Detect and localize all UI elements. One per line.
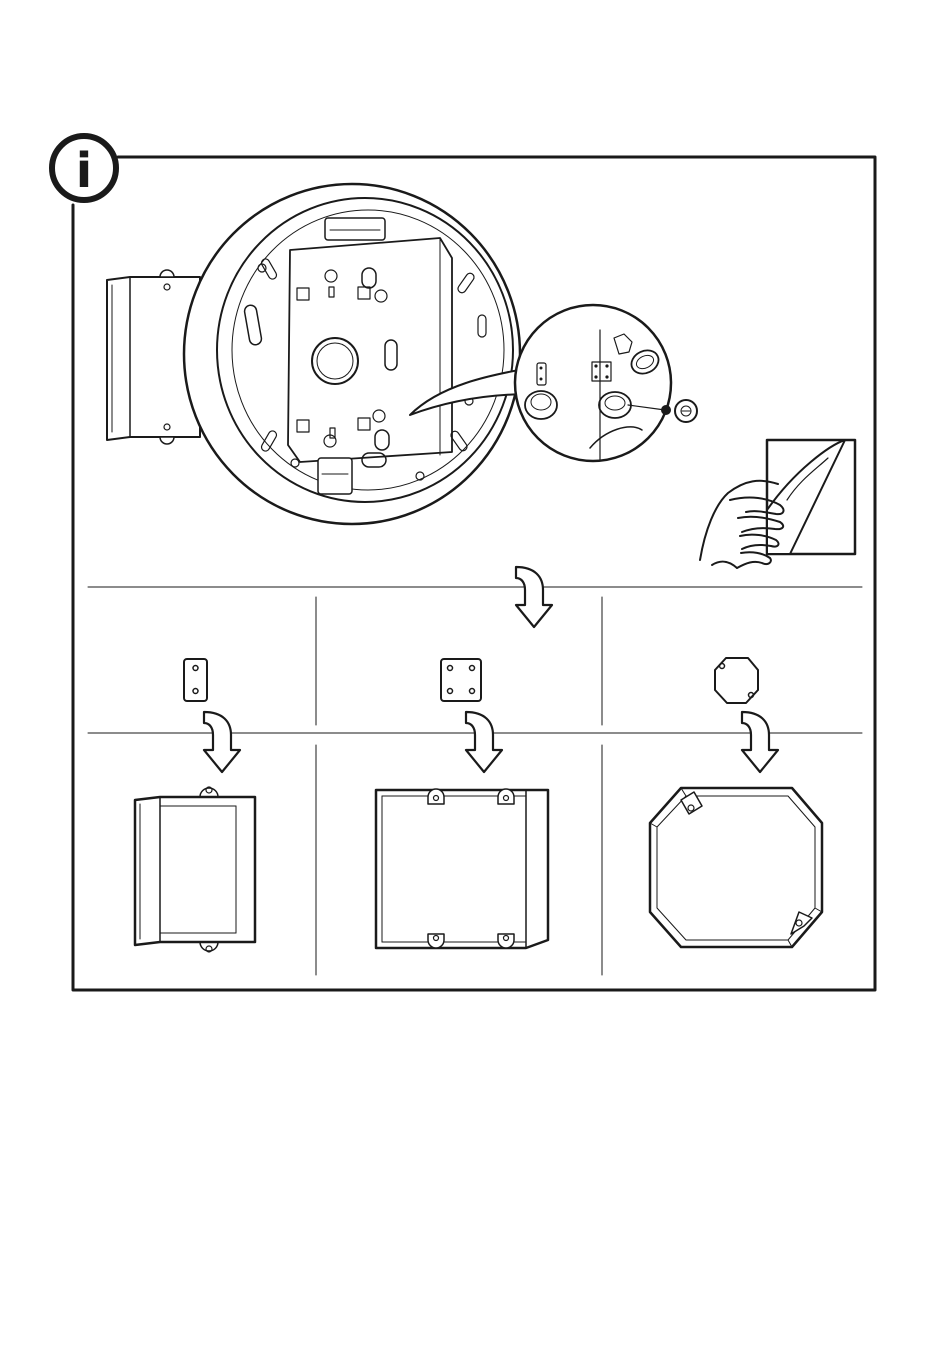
down-arrow-right [742,712,778,772]
plate-two-hole [184,659,207,701]
box-octagonal [650,788,822,947]
down-arrow-main [516,567,552,627]
peel-sticker-illustration [700,440,855,568]
info-glyph: i [76,143,92,199]
plate-round [715,658,758,703]
down-arrow-center [466,712,502,772]
info-icon: i [52,136,116,200]
zoom-detail-circle [515,305,671,461]
plate-four-hole [441,659,481,701]
box-rectangular [135,787,255,952]
box-square [376,789,548,948]
round-mounting-base [184,184,520,524]
down-arrow-left [204,712,240,772]
